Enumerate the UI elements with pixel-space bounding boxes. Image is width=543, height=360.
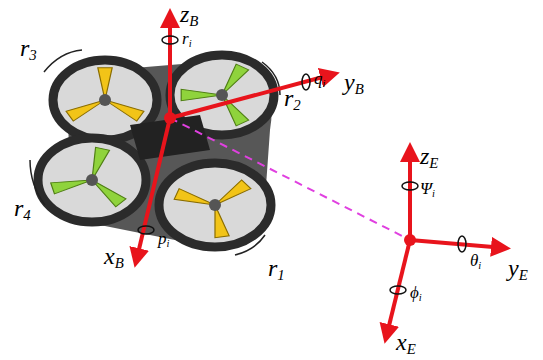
- rotor-arcs: [30, 50, 280, 255]
- earth-axes: [386, 148, 505, 338]
- body-axes: [136, 14, 334, 262]
- rotation-label: θi: [470, 252, 481, 272]
- rotation-label: ri: [182, 30, 192, 50]
- rotation-symbols: [138, 36, 466, 294]
- rotor-label: r2: [284, 86, 301, 113]
- axis-label: yE: [508, 256, 528, 283]
- axis-label: yB: [344, 70, 364, 97]
- rotor-label: r3: [20, 36, 37, 63]
- axis-label: xB: [104, 244, 124, 271]
- axis-label: zE: [420, 144, 438, 171]
- axis-label: xE: [396, 330, 416, 357]
- drone-body: [38, 52, 276, 247]
- rotor-label: r4: [14, 196, 31, 223]
- rotation-label: qi: [314, 70, 325, 90]
- axis-label: zB: [180, 2, 198, 29]
- rotation-label: Ψi: [420, 180, 435, 200]
- rotation-label: pi: [158, 230, 169, 250]
- rotor-label: r1: [268, 256, 285, 283]
- position-line: [170, 118, 410, 240]
- rotation-label: ϕi: [410, 284, 422, 304]
